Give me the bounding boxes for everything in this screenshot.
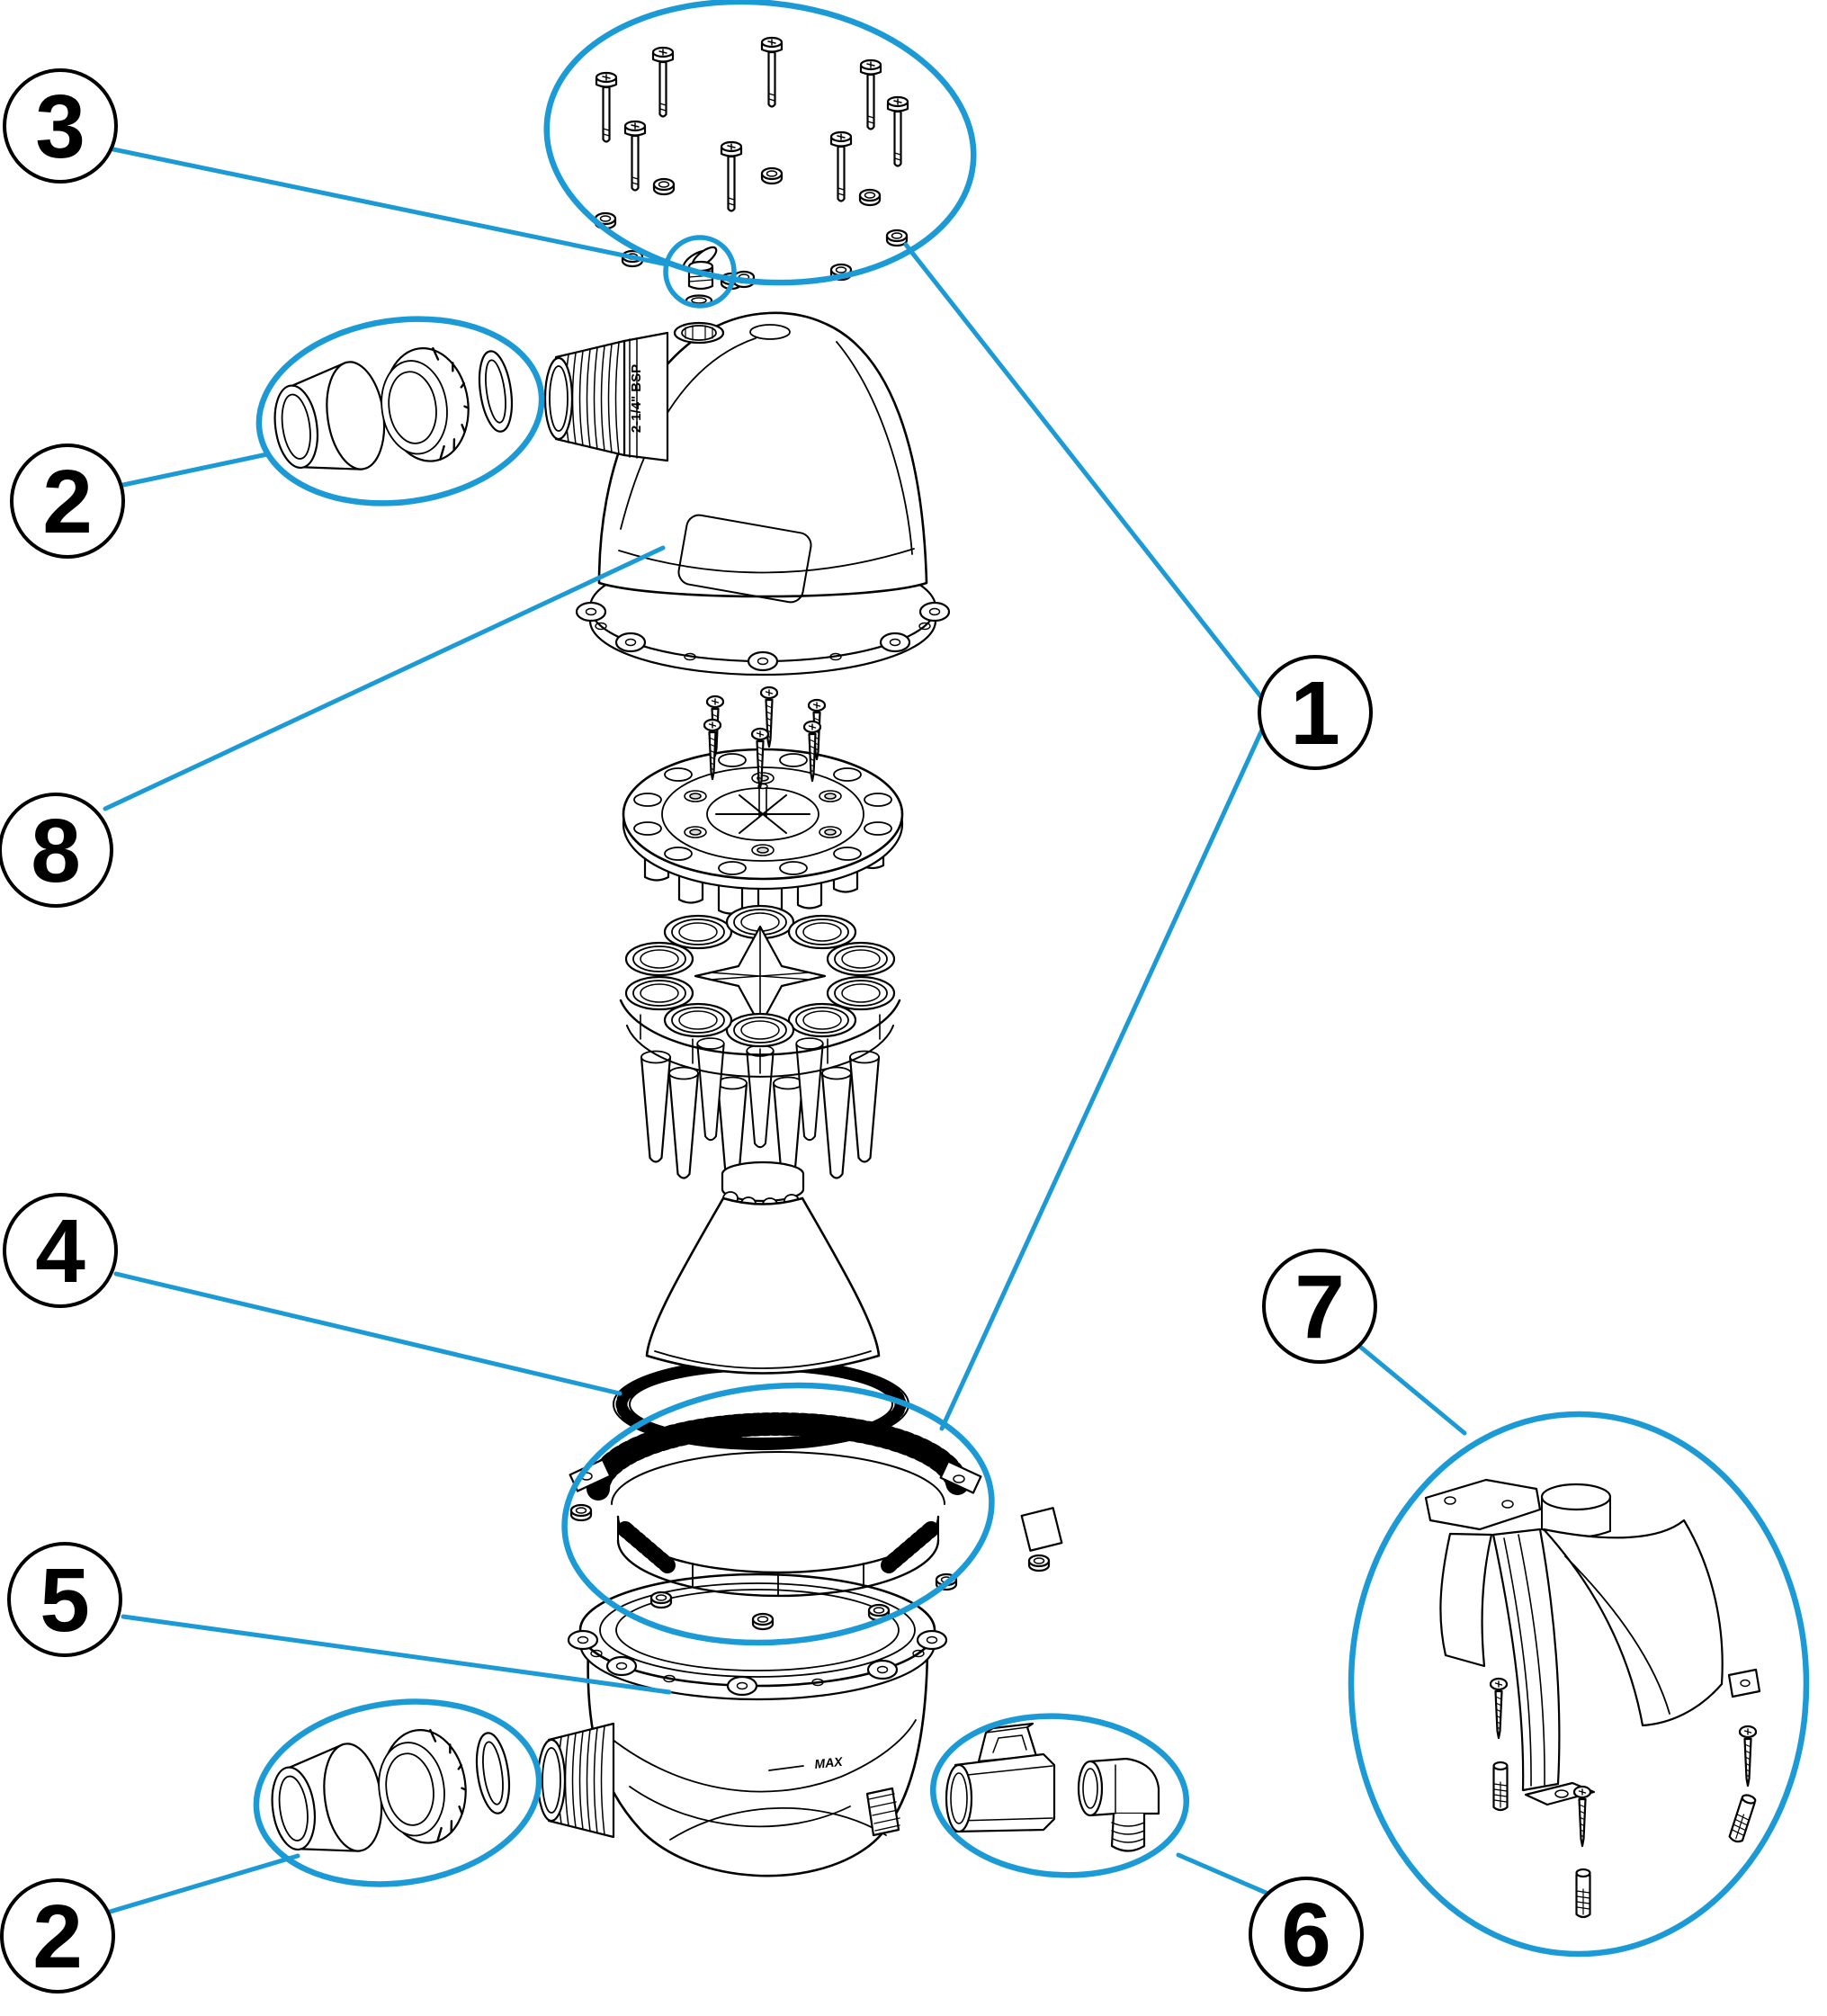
leader-line-8 [103,545,666,811]
hex-nut [885,228,909,247]
tank-lid: 2-1/4" BSP [543,311,951,676]
callout-balloons: 3 2 8 4 5 2 1 7 [0,68,1377,1994]
cartridge-cup [624,941,694,977]
filter-cartridge [619,904,901,1189]
machine-screw [595,71,618,143]
callout-3-number: 3 [35,76,85,177]
highlight-circle-vent [663,235,737,309]
highlight-ellipse-valve [929,1713,1190,1878]
callout-7: 7 [1262,1249,1377,1364]
callout-7-number: 7 [1294,1257,1345,1357]
plate-holes [633,753,892,875]
leader-line-5 [121,1614,672,1695]
callout-2-top: 2 [10,444,125,559]
callout-overlays [95,0,1810,1958]
leader-lines [95,147,1467,1918]
tank-flange [567,1572,948,1701]
leader-line-2-bottom [95,1853,300,1918]
leader-line-3 [111,147,670,267]
cartridge-cup [663,914,733,950]
union-parts [263,1717,518,1866]
leader-line-6 [1176,1852,1273,1897]
callout-4-number: 4 [35,1201,85,1302]
diffuser-cone [645,1160,881,1375]
wall-anchor [1575,1868,1591,1919]
highlight-ellipse-bracket [1348,1411,1810,1958]
wall-anchor [1492,1761,1509,1812]
callout-2-bottom: 2 [0,1878,115,1994]
leader-line-1b [939,725,1266,1431]
callout-8: 8 [0,793,113,908]
outlet-thread-label: 2-1/4" BSP [629,364,644,433]
max-level-label: MAX [814,1754,845,1771]
machine-screw [859,58,882,130]
callout-6-number: 6 [1281,1885,1331,1985]
machine-screw [829,130,853,202]
cartridge-cup [624,975,694,1011]
callout-5-number: 5 [40,1550,90,1651]
callout-4: 4 [3,1193,118,1308]
machine-screw [720,140,743,212]
tapping-screw [1489,1677,1509,1740]
callout-2-bottom-number: 2 [32,1886,83,1987]
fixing-plate [622,685,904,918]
highlight-ellipse-union-bottom [253,1698,542,1887]
plate-screw-bosses [684,772,842,856]
hex-nut [649,1590,673,1609]
callout-3: 3 [3,68,118,184]
cartridge-cup [826,975,896,1011]
machine-screw [623,120,647,192]
union-parts [265,336,521,484]
callout-5: 5 [7,1542,122,1657]
cartridge-cup [725,1012,795,1048]
wall-bracket-kit [1424,1478,1761,1919]
highlight-ellipse-union-top [255,316,545,506]
tapping-screw [1572,1785,1592,1848]
leader-line-1a [903,242,1265,701]
callout-1: 1 [1258,655,1373,770]
clamp-ring [569,1412,1063,1631]
leader-line-7 [1357,1344,1467,1436]
cartridge-cup [663,1002,733,1038]
hex-nut [1027,1554,1051,1572]
highlight-ellipse-screws [543,0,977,286]
tank-body: MAX [536,1646,929,1877]
hex-nut [760,166,784,185]
tapping-screw [1738,1725,1758,1788]
machine-screw [760,36,784,108]
callout-8-number: 8 [31,801,81,901]
machine-screw [886,95,909,167]
callout-1-number: 1 [1290,663,1340,764]
cartridge-cup [787,1002,857,1038]
union-assembly-bottom [263,1717,518,1866]
hex-nut [858,188,882,207]
cartridge-cup [826,941,896,977]
wall-anchor [1727,1792,1758,1845]
union-assembly-top [265,336,521,484]
drain-valve-set [945,1722,1160,1852]
cartridge-cup [787,914,857,950]
callout-2-top-number: 2 [42,452,93,552]
leader-line-4 [113,1271,622,1396]
machine-screw [651,46,675,118]
callout-6: 6 [1249,1877,1364,1992]
hex-nut [652,177,676,196]
leader-line-2-top [121,452,270,488]
hex-nut [569,1503,593,1522]
hex-nut [751,1612,775,1631]
highlight-ellipse-clamp [561,1382,995,1646]
